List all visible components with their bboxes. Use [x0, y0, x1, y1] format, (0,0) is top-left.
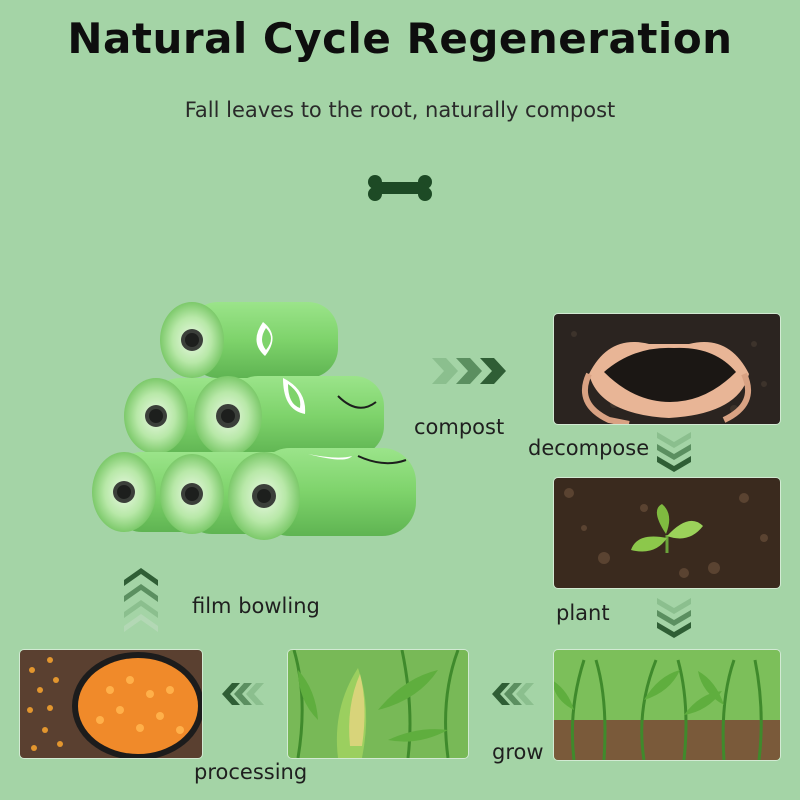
page-subtitle: Fall leaves to the root, naturally compo… — [184, 98, 616, 122]
corn-kernels-photo — [20, 650, 202, 758]
step-label-compost: compost — [414, 415, 505, 439]
step-label-film-bowling: film bowling — [192, 594, 320, 618]
corn-cob-photo — [288, 650, 468, 758]
bag-roll — [194, 376, 384, 456]
bone-icon — [368, 175, 432, 201]
seedling-photo — [554, 478, 780, 588]
chevron-arrow-icon — [657, 598, 691, 638]
step-label-decompose: decompose — [528, 436, 650, 460]
chevron-arrow-icon — [492, 683, 534, 705]
chevron-arrow-icon — [124, 568, 158, 632]
chevron-arrow-icon — [432, 358, 506, 384]
bag-rolls-image — [92, 302, 416, 540]
bag-roll — [160, 302, 338, 378]
page-title: Natural Cycle Regeneration — [67, 14, 733, 63]
step-label-plant: plant — [556, 601, 610, 625]
chevron-arrow-icon — [222, 683, 264, 705]
step-label-grow: grow — [492, 740, 544, 764]
bag-roll — [228, 448, 416, 540]
corn-field-photo — [554, 650, 780, 760]
soil-hands-photo — [554, 314, 780, 424]
step-label-processing: processing — [194, 760, 308, 784]
chevron-arrow-icon — [657, 432, 691, 472]
